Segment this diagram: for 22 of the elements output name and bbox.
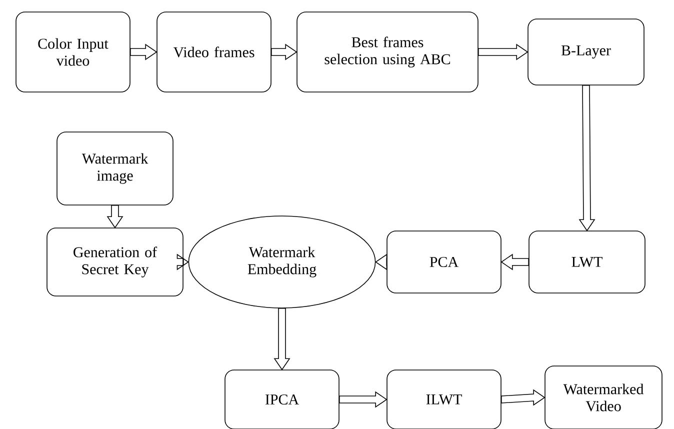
block-arrow bbox=[578, 85, 596, 232]
block-arrow bbox=[478, 44, 528, 60]
process-box: Watermarked Video bbox=[544, 366, 662, 429]
process-box: Generation of Secret Key bbox=[46, 228, 184, 296]
process-box: ILWT bbox=[386, 370, 502, 429]
block-arrow bbox=[176, 254, 189, 270]
block-arrow bbox=[501, 389, 546, 406]
block-arrow bbox=[106, 205, 124, 228]
process-box: Watermark image bbox=[56, 132, 174, 206]
block-arrow bbox=[375, 254, 388, 270]
block-arrow bbox=[274, 308, 290, 370]
process-box: PCA bbox=[386, 230, 502, 294]
block-arrow bbox=[500, 254, 529, 270]
block-arrow bbox=[130, 44, 158, 60]
process-box: Color Input video bbox=[16, 12, 130, 92]
process-box: LWT bbox=[528, 230, 646, 294]
process-box: Video frames bbox=[156, 12, 272, 92]
block-arrow bbox=[339, 391, 388, 408]
process-box: B-Layer bbox=[528, 18, 644, 86]
process-box: Best frames selection using ABC bbox=[296, 12, 478, 92]
process-box: IPCA bbox=[224, 370, 340, 429]
block-arrow bbox=[271, 44, 298, 60]
